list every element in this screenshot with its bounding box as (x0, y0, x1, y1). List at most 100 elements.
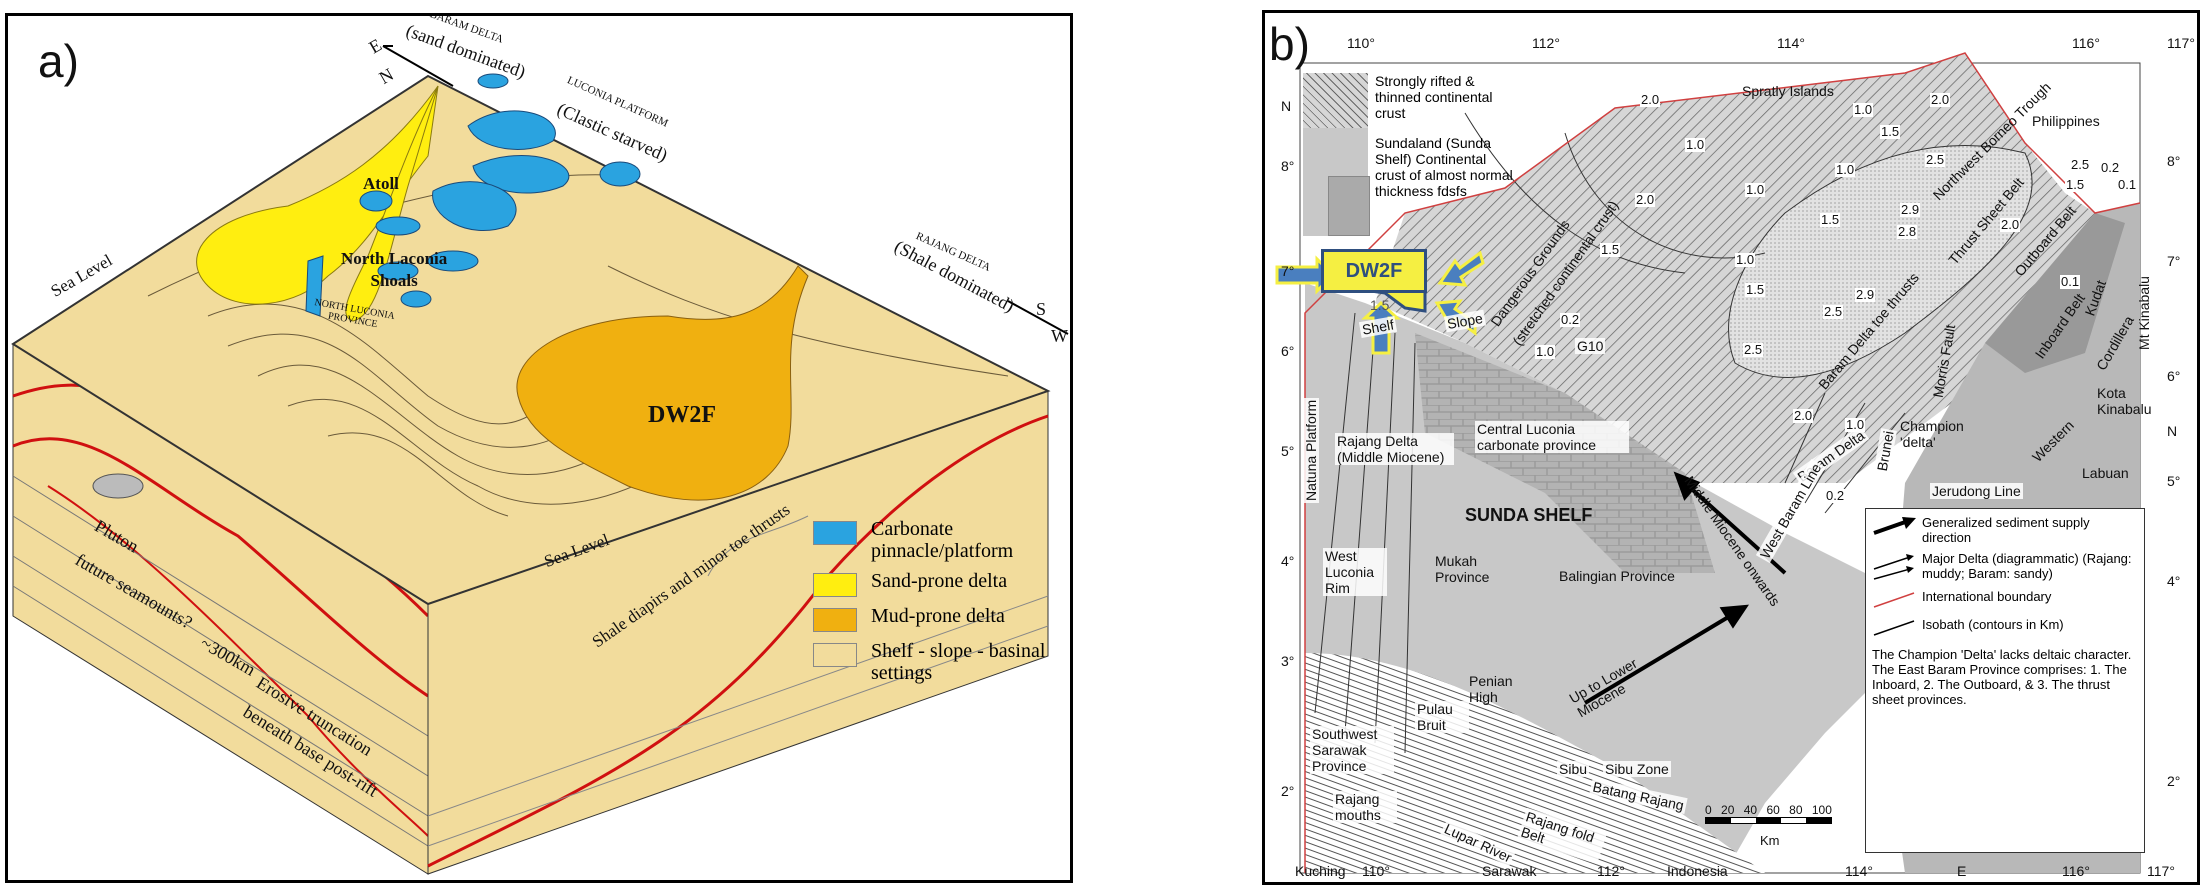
legend-item-carbonate: Carbonate pinnacle/platform (813, 518, 1068, 562)
black-line-icon (1870, 617, 1922, 639)
philippines-label: Philippines (2032, 113, 2100, 129)
mt-kinabalu-label: Mt Kinabalu (2135, 276, 2152, 350)
scale-tick: 0 (1705, 803, 1712, 817)
contour-label: 1.0 (1853, 102, 1874, 117)
scale-bar: 0 20 40 60 80 100 (1705, 803, 1832, 824)
contour-label: 1.5 (1745, 282, 1766, 297)
lat-tick-right-n: N (2167, 423, 2178, 439)
lat-tick-left-6: 6° (1281, 343, 1295, 359)
compass-w: W (1051, 326, 1068, 346)
lon-tick-117: 117° (2167, 35, 2195, 51)
penian-high-label: Penian High (1469, 673, 1513, 705)
scale-tick: 60 (1766, 803, 1780, 817)
spratly-islands-label: Spratly Islands (1742, 83, 1834, 99)
scale-tick: 20 (1721, 803, 1735, 817)
panel-b-letter: b) (1269, 18, 1310, 70)
lat-tick-left-5: 5° (1281, 443, 1295, 459)
contour-label: 2.0 (1640, 92, 1661, 107)
bottom-tick-117: 117° (2147, 863, 2175, 879)
scale-unit: Km (1760, 833, 1780, 848)
lat-tick-left-n: N (1281, 98, 1292, 114)
contour-label: 0.2 (1560, 312, 1581, 327)
pluton-shape (92, 473, 144, 499)
thin-arrows-icon (1870, 551, 1922, 583)
contour-label: 0.2 (2100, 160, 2121, 175)
carbonate-swatch (813, 521, 857, 545)
kota-kinabalu-label: Kota Kinabalu (2097, 385, 2152, 417)
contour-label: 0.1 (2117, 177, 2138, 192)
compass-s: S (1036, 299, 1047, 319)
contour-label: 2.8 (1897, 224, 1918, 239)
labuan-label: Labuan (2082, 465, 2129, 481)
indonesia-label: Indonesia (1667, 863, 1728, 879)
bottom-tick-112: 112° (1597, 863, 1625, 879)
contour-label: 1.0 (1745, 182, 1766, 197)
sibu-zone-label: Sibu Zone (1603, 761, 1671, 777)
lon-tick-114: 114° (1777, 35, 1805, 51)
contour-label: 0.2 (1825, 488, 1846, 503)
contour-label: 2.5 (2070, 157, 2091, 172)
bottom-tick-116: 116° (2062, 863, 2090, 879)
contour-label: 2.9 (1855, 287, 1876, 302)
contour-label: 2.0 (2000, 217, 2021, 232)
contour-label: 1.0 (1835, 162, 1856, 177)
sibu-label: Sibu (1557, 761, 1590, 777)
contour-label: 1.0 (1535, 344, 1556, 359)
scale-tick: 40 (1743, 803, 1758, 817)
central-luconia-label: Central Luconia carbonate province (1475, 421, 1629, 453)
contour-label: 1.0 (1685, 137, 1706, 152)
top-surface (11, 74, 1051, 606)
dw2f-label: DW2F (648, 402, 716, 428)
map-legend: Generalized sediment supply direction Ma… (1865, 508, 2145, 853)
red-line-icon (1870, 589, 1922, 611)
legend-item-boundary: International boundary (1870, 589, 2140, 611)
atoll-label: Atoll (363, 174, 399, 193)
north-luconia-shoals-label: North Laconia Shoals (341, 249, 448, 290)
sundaland-swatch (1303, 128, 1370, 236)
sand-swatch (813, 573, 857, 597)
west-luconia-rim-label: West Luconia Rim (1323, 548, 1387, 596)
block-diagram-graphic (11, 45, 1069, 875)
contour-label: 2.0 (1635, 192, 1656, 207)
contour-label: 2.0 (1793, 408, 1814, 423)
sand-prone-delta-shape (196, 85, 439, 305)
scale-tick: 80 (1789, 803, 1803, 817)
legend-a: Carbonate pinnacle/platform Sand-prone d… (813, 518, 1068, 692)
rifted-crust-legend-label: Strongly rifted & thinned continental cr… (1375, 73, 1493, 121)
legend-item-isobath: Isobath (contours in Km) (1870, 617, 2140, 639)
scale-tick: 100 (1811, 803, 1832, 817)
mukah-province-label: Mukah Province (1435, 553, 1490, 585)
lon-tick-116: 116° (2072, 35, 2100, 51)
sunda-shelf-label: SUNDA SHELF (1465, 505, 1593, 525)
rajang-delta-label: Rajang Delta (Middle Miocene) (1335, 433, 1454, 465)
crust-legend: Strongly rifted & thinned continental cr… (1303, 73, 1518, 243)
legend-item-delta: Major Delta (diagrammatic) (Rajang: mudd… (1870, 551, 2140, 583)
contour-label: 1.5 (1820, 212, 1841, 227)
contour-label: 1.0 (1845, 417, 1866, 432)
lat-tick-right-8: 8° (2167, 153, 2181, 169)
central-luconia-carbonate (1415, 333, 1715, 573)
dw2f-callout-box: DW2F (1321, 249, 1427, 293)
contour-label: 1.0 (1735, 252, 1756, 267)
rajang-mouths-label: Rajang mouths (1333, 791, 1397, 823)
legend-note: The Champion 'Delta' lacks deltaic chara… (1872, 647, 2132, 707)
contour-label: 0.1 (2060, 274, 2081, 289)
panel-b-map: b) 110° 112° 114° 116° 117° N 8° 7° 6° 5… (1262, 10, 2200, 885)
bottom-tick-e: E (1957, 863, 1967, 879)
contour-label: 1.5 (2065, 177, 2086, 192)
lon-tick-112: 112° (1532, 35, 1560, 51)
sw-sarawak-label: Southwest Sarawak Province (1310, 726, 1394, 774)
contour-label: 2.9 (1900, 202, 1921, 217)
mud-prone-delta-shape (516, 265, 809, 501)
contour-label: 1.5 (1600, 242, 1621, 257)
natuna-platform-label: Natuna Platform (1303, 397, 1319, 503)
shelf-swatch (813, 643, 857, 667)
panel-a-block-diagram: a) E N S W BARAM DELTA (sand dominated) … (5, 13, 1073, 883)
contour-label: 2.0 (1930, 92, 1951, 107)
bottom-tick-110: 110° (1362, 863, 1390, 879)
g10-label: G10 (1575, 338, 1606, 354)
rifted-crust-swatch (1303, 73, 1368, 128)
lon-tick-110: 110° (1347, 35, 1375, 51)
lat-tick-right-6: 6° (2167, 368, 2181, 384)
mud-swatch (813, 608, 857, 632)
